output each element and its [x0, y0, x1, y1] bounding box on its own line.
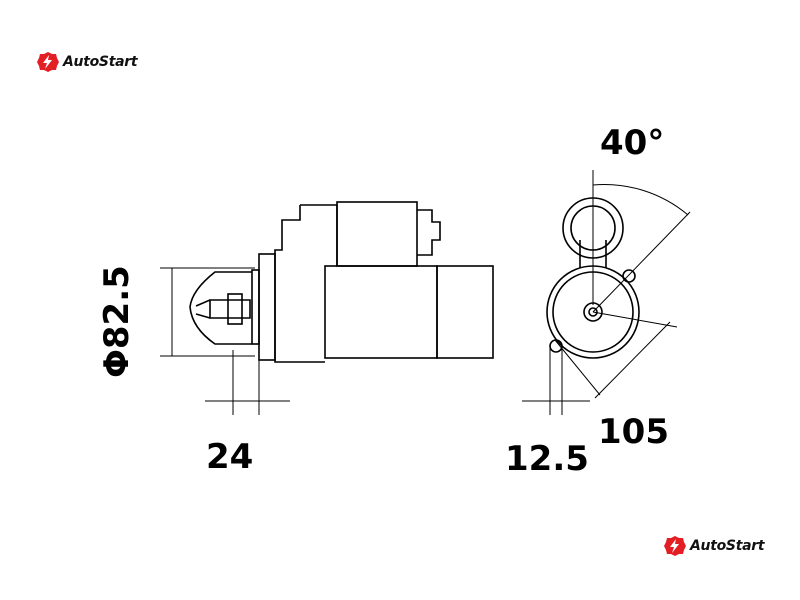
width-105-label: 105 [598, 412, 669, 452]
diameter-label: Φ82.5 [97, 265, 137, 378]
autostart-logo-bottom: AutoStart [664, 536, 765, 556]
gear-bolt-icon [664, 536, 686, 556]
end-view [546, 197, 640, 359]
gear-bolt-icon [37, 52, 59, 72]
brand-name: AutoStart [690, 538, 765, 554]
autostart-logo-top: AutoStart [37, 52, 138, 72]
side-view [189, 201, 494, 363]
angle-label: 40° [600, 123, 665, 163]
brand-name: AutoStart [63, 54, 138, 70]
length-24-label: 24 [206, 437, 254, 477]
dimension-lines [160, 170, 691, 415]
offset-12-5-label: 12.5 [505, 439, 589, 479]
